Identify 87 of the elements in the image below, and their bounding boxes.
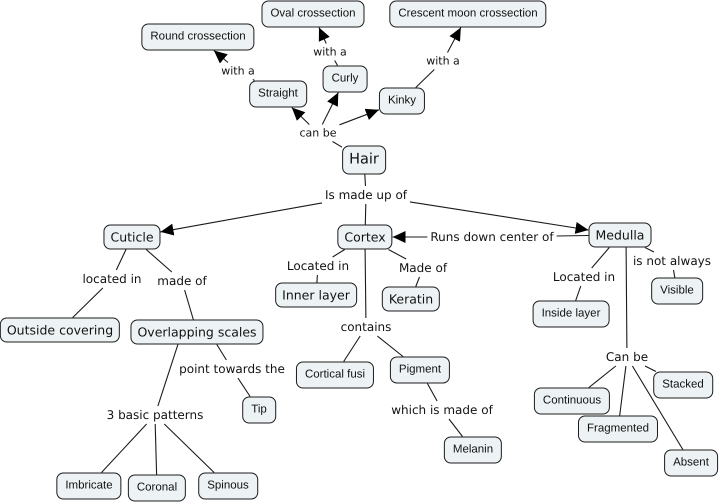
concept-box: Cuticle (103, 224, 161, 250)
concept-box: Round crossection (141, 24, 255, 50)
connector-line (619, 366, 626, 416)
connector-line (237, 378, 251, 397)
arrow (339, 108, 380, 126)
concept-box: Oval crossection (262, 0, 364, 28)
linking-phrase: with a (425, 54, 461, 68)
concept-box: Cortical fusi (296, 362, 374, 388)
linking-phrase: Made of (398, 261, 448, 275)
concept-box: Melanin (444, 436, 502, 464)
concept-box: Straight (249, 80, 307, 108)
connector-line (591, 247, 610, 268)
linking-phrase: 3 basic patterns (106, 408, 204, 422)
linking-phrase: Can be (604, 350, 650, 364)
arrow (214, 50, 228, 64)
connector-line (376, 336, 404, 357)
arrow (392, 231, 428, 243)
connector-line (644, 366, 656, 372)
concept-box: Imbricate (56, 472, 122, 500)
connector-line (334, 60, 338, 66)
concept-box: Inner layer (275, 282, 357, 308)
linking-phrase: Located in (286, 259, 350, 273)
connector-line (101, 424, 147, 473)
connector-line (415, 276, 420, 287)
concept-box: Visible (651, 278, 703, 304)
concept-box: Crescent moon crossection (389, 0, 547, 28)
linking-phrase: point towards the (178, 362, 286, 376)
arrow (447, 27, 462, 53)
connector-line (216, 344, 227, 360)
connector-line (626, 248, 628, 348)
linking-phrase: located in (81, 272, 143, 286)
linking-phrase: with a (312, 46, 348, 58)
connector-line (157, 344, 178, 406)
arrow (322, 92, 339, 125)
concept-box: Pigment (390, 356, 450, 384)
concept-box: Tip (242, 396, 276, 424)
connector-line (672, 270, 676, 278)
arrow (318, 27, 330, 44)
concept-box: Cortex (337, 224, 393, 250)
connector-line (556, 234, 588, 237)
concept-box: Stacked (653, 372, 713, 398)
arrow (160, 202, 322, 236)
connector-line (364, 250, 366, 318)
linking-phrase: Runs down center of (429, 230, 555, 244)
connector-line (146, 249, 172, 272)
linking-phrase: which is made of (390, 403, 494, 417)
concept-box: Continuous (534, 388, 610, 414)
connector-line (364, 174, 366, 186)
concept-box: Outside covering (0, 318, 120, 342)
concept-box: Keratin (382, 286, 440, 312)
linking-phrase: with a (220, 64, 256, 78)
concept-box: Absent (664, 450, 718, 476)
arrow (291, 107, 310, 125)
connector-line (332, 249, 345, 258)
concept-box: Hair (342, 146, 386, 174)
concept-box: Spinous (198, 472, 258, 500)
concept-box: Fragmented (578, 416, 658, 442)
connector-line (575, 286, 582, 301)
connector-line (388, 249, 406, 260)
concept-box: Kinky (378, 88, 426, 114)
connector-line (116, 249, 126, 270)
connector-line (644, 247, 654, 252)
connector-line (316, 274, 318, 283)
arrow (410, 201, 589, 234)
concept-box: Curly (322, 66, 368, 92)
connector-line (426, 383, 438, 402)
connector-line (154, 424, 158, 475)
linking-phrase: contains (340, 320, 392, 334)
linking-phrase: made of (156, 274, 208, 288)
connector-line (448, 418, 463, 437)
linking-phrase: Is made up of (324, 188, 408, 202)
connector-line (184, 290, 194, 320)
connector-line (632, 366, 684, 450)
connector-line (588, 366, 616, 388)
connector-line (72, 288, 104, 318)
concept-box: Overlapping scales (130, 320, 264, 344)
concept-box: Coronal (128, 474, 186, 502)
linking-phrase: Located in (552, 270, 616, 284)
connector-line (332, 141, 342, 148)
connector-line (164, 424, 214, 473)
concept-box: Inside layer (532, 300, 610, 328)
concept-box: Medulla (588, 222, 652, 248)
connector-line (415, 69, 435, 88)
linking-phrase: is not always (632, 254, 712, 268)
connector-line (343, 336, 361, 362)
linking-phrase: can be (298, 126, 338, 140)
connector-line (364, 204, 366, 225)
